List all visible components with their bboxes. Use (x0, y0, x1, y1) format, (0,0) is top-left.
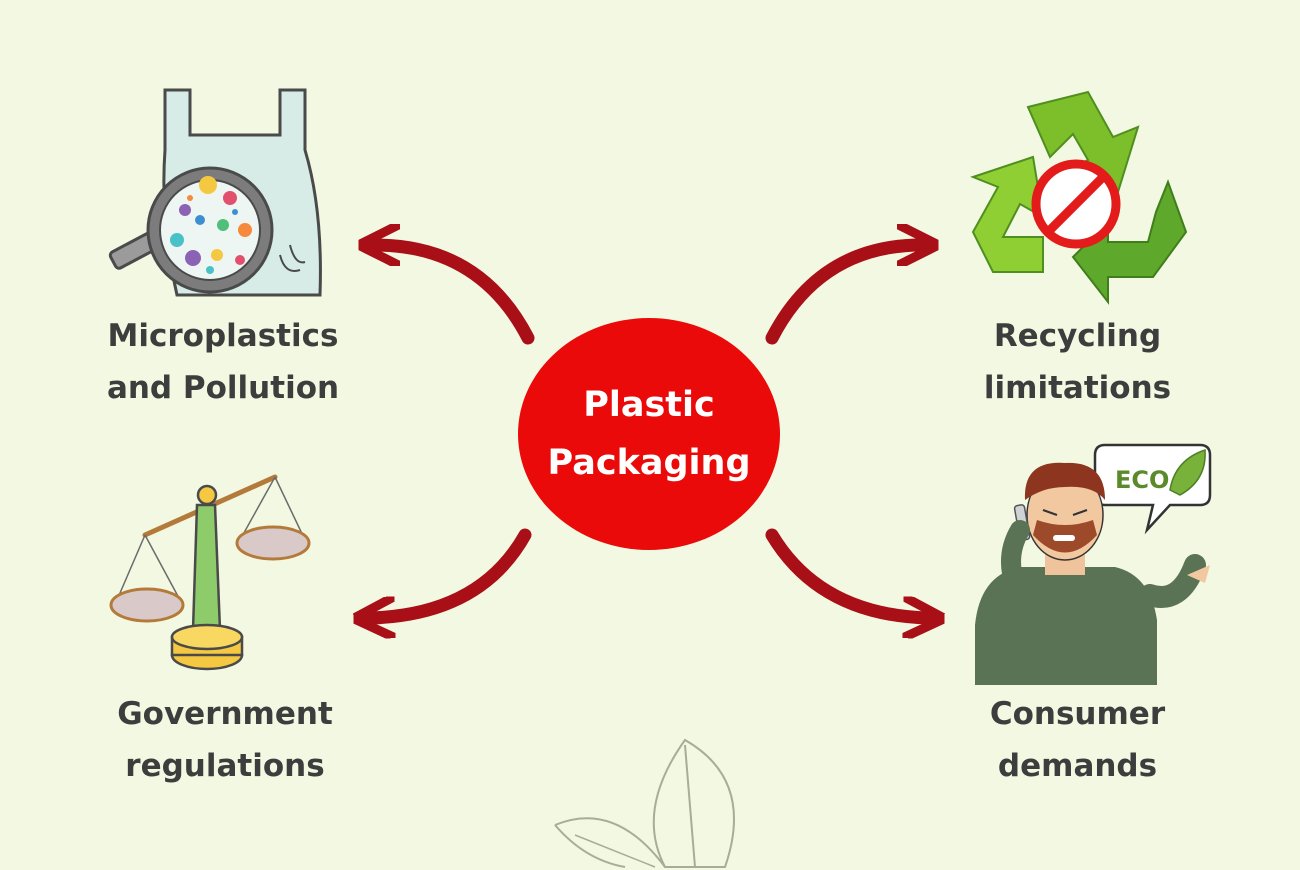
label-microplastics-line1: Microplastics (107, 318, 339, 354)
label-government-line2: regulations (125, 748, 325, 784)
label-recycling: Recycling limitations (960, 310, 1195, 414)
label-consumer-line1: Consumer (989, 696, 1166, 732)
center-title-line2: Packaging (547, 443, 751, 483)
label-government-line1: Government (117, 696, 333, 732)
label-microplastics: Microplastics and Pollution (98, 310, 348, 414)
man-on-phone-icon: ECO (975, 443, 1212, 685)
recycle-prohibited-icon (970, 90, 1188, 305)
plastic-bag-magnifier-icon (108, 88, 322, 297)
arrow-bottom-left (370, 528, 532, 618)
arrow-top-right (765, 245, 922, 345)
label-recycling-line2: limitations (983, 370, 1172, 406)
eco-badge-text: ECO (1115, 466, 1169, 494)
label-microplastics-line2: and Pollution (106, 370, 340, 406)
center-title-line1: Plastic (583, 385, 715, 425)
label-recycling-line1: Recycling (993, 318, 1162, 354)
center-node: Plastic Packaging (518, 318, 780, 550)
arrow-top-left (375, 245, 535, 345)
label-consumer: Consumer demands (960, 688, 1195, 792)
leaf-decoration-icon (554, 738, 735, 868)
label-consumer-line2: demands (997, 748, 1158, 784)
arrow-bottom-right (765, 528, 928, 618)
label-government: Government regulations (100, 688, 350, 792)
balance-scale-icon (109, 474, 311, 671)
